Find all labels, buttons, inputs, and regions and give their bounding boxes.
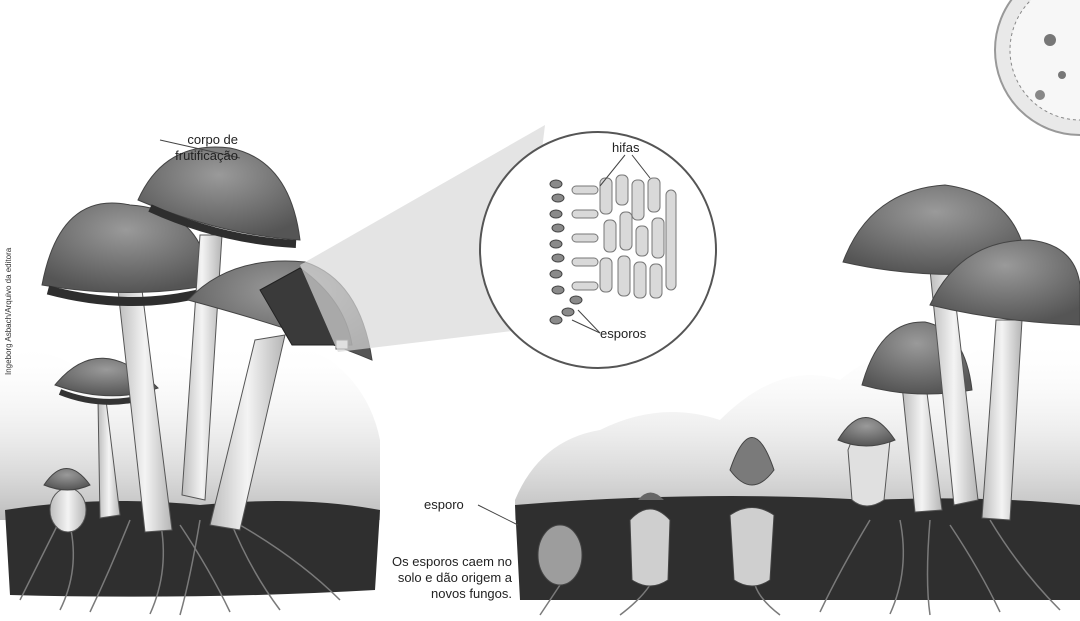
spore-label: esporo	[424, 497, 464, 513]
life-cycle-caption: Os esporos caem no solo e dão origem a n…	[362, 554, 512, 602]
image-credit: Ingeborg Asbach/Arquivo da editora	[4, 248, 13, 375]
caption-line1: Os esporos caem no	[362, 554, 512, 570]
spore-in-soil	[538, 525, 582, 585]
spore-leader-line	[478, 505, 518, 525]
caption-line2: solo e dão origem a	[362, 570, 512, 586]
hyphae-label: hifas	[612, 140, 639, 156]
fruiting-body-label-line1: corpo de	[118, 132, 238, 148]
fruiting-body-label-line2: frutificação	[118, 148, 238, 164]
magnified-gill-detail	[480, 132, 716, 368]
spores-label: esporos	[600, 326, 646, 342]
corner-ornament	[995, 0, 1080, 135]
caption-line3: novos fungos.	[362, 586, 512, 602]
fruiting-body-label: corpo de frutificação	[118, 132, 238, 164]
left-mushroom-cluster	[0, 147, 380, 615]
